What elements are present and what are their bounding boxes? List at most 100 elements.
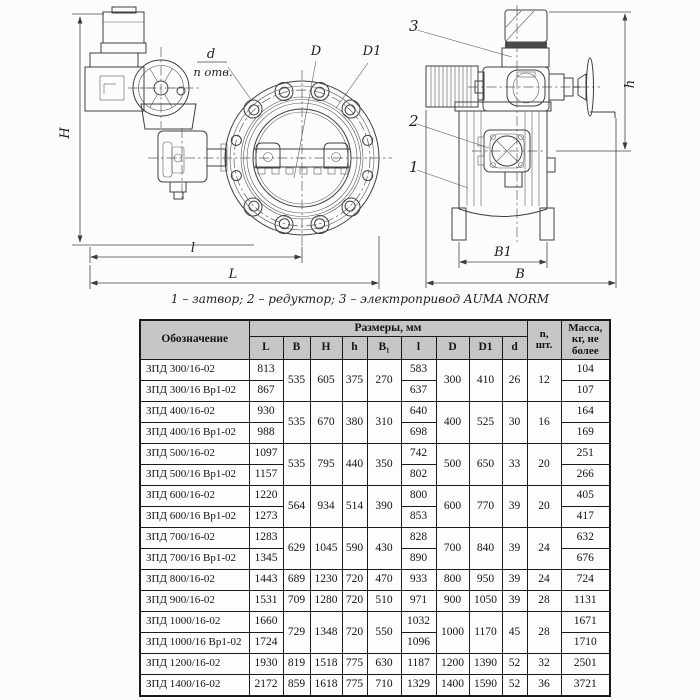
cell-l: 933 bbox=[400, 569, 437, 591]
electric-actuator-front bbox=[84, 6, 147, 112]
mass-cell: 107 bbox=[560, 380, 611, 402]
cell-L: 1220 bbox=[248, 485, 284, 507]
cell-d: 39 bbox=[501, 569, 528, 591]
cell-n: 12 bbox=[526, 359, 562, 402]
cell-l: 800 bbox=[400, 485, 437, 507]
cell-l: 802 bbox=[400, 464, 437, 486]
cell-D: 600 bbox=[435, 485, 470, 528]
cell-B1: 390 bbox=[366, 485, 402, 528]
cell-D1: 650 bbox=[468, 443, 503, 486]
cell-H: 1230 bbox=[309, 569, 343, 591]
mass-cell: 169 bbox=[560, 422, 611, 444]
callout-2: 2 bbox=[408, 112, 419, 130]
cell-l: 853 bbox=[400, 506, 437, 528]
cell-d: 33 bbox=[501, 443, 528, 486]
front-view: D D1 d n отв. H l L bbox=[58, 6, 392, 289]
designation-cell: ЗПД 900/16-02 bbox=[139, 590, 250, 612]
label-D: D bbox=[310, 44, 322, 59]
cell-L: 1283 bbox=[248, 527, 284, 549]
cell-L: 2172 bbox=[248, 674, 284, 697]
label-L: L bbox=[228, 267, 238, 282]
cell-n: 28 bbox=[526, 611, 562, 654]
header-col-B: B bbox=[282, 336, 311, 360]
label-hole-d: d bbox=[207, 47, 215, 62]
cell-B: 819 bbox=[282, 653, 311, 675]
cell-n: 28 bbox=[526, 590, 562, 612]
label-h: h bbox=[623, 80, 638, 88]
cell-L: 988 bbox=[248, 422, 284, 444]
cell-B1: 550 bbox=[366, 611, 402, 654]
designation-cell: ЗПД 600/16 Вр1-02 bbox=[139, 506, 250, 528]
header-sizes-group: Размеры, мм bbox=[248, 319, 528, 337]
cell-D1: 525 bbox=[468, 401, 503, 444]
label-B1: B1 bbox=[493, 245, 512, 260]
cell-L: 1724 bbox=[248, 632, 284, 654]
cell-D1: 950 bbox=[468, 569, 503, 591]
cell-d: 39 bbox=[501, 590, 528, 612]
cell-L: 930 bbox=[248, 401, 284, 423]
cell-D: 900 bbox=[435, 590, 470, 612]
cell-h: 514 bbox=[341, 485, 368, 528]
fin-block-side bbox=[425, 65, 485, 108]
mass-cell: 164 bbox=[560, 401, 611, 423]
valve-technical-drawing: D D1 d n отв. H l L bbox=[58, 5, 638, 289]
cell-d: 26 bbox=[501, 359, 528, 402]
cell-B1: 310 bbox=[366, 401, 402, 444]
cell-B1: 350 bbox=[366, 443, 402, 486]
gearbox-front bbox=[140, 103, 228, 200]
valve-body-side bbox=[451, 101, 556, 241]
cell-l: 890 bbox=[400, 548, 437, 570]
cell-B: 564 bbox=[282, 485, 311, 528]
cell-H: 1280 bbox=[309, 590, 343, 612]
cell-D1: 1390 bbox=[468, 653, 503, 675]
designation-cell: ЗПД 1200/16-02 bbox=[139, 653, 250, 675]
cell-B: 629 bbox=[282, 527, 311, 570]
cell-h: 775 bbox=[341, 653, 368, 675]
cell-D1: 840 bbox=[468, 527, 503, 570]
cell-D: 400 bbox=[435, 401, 470, 444]
cell-H: 1348 bbox=[309, 611, 343, 654]
cell-l: 1032 bbox=[400, 611, 437, 633]
cell-L: 1273 bbox=[248, 506, 284, 528]
header-qty: n, шт. bbox=[526, 319, 562, 360]
cell-d: 52 bbox=[501, 653, 528, 675]
header-col-L: L bbox=[248, 336, 284, 360]
label-D1: D1 bbox=[362, 44, 382, 59]
cell-l: 1096 bbox=[400, 632, 437, 654]
label-hole-count: n отв. bbox=[193, 65, 232, 79]
cell-B1: 510 bbox=[366, 590, 402, 612]
cell-h: 720 bbox=[341, 611, 368, 654]
cell-H: 934 bbox=[309, 485, 343, 528]
cell-h: 440 bbox=[341, 443, 368, 486]
cell-B: 535 bbox=[282, 359, 311, 402]
mass-cell: 724 bbox=[560, 569, 611, 591]
cell-d: 52 bbox=[501, 674, 528, 697]
header-col-l: l bbox=[400, 336, 437, 360]
header-col-d: d bbox=[501, 336, 528, 360]
side-view: 3 2 1 h B1 B bbox=[408, 5, 638, 288]
cell-B: 709 bbox=[282, 590, 311, 612]
mass-cell: 104 bbox=[560, 359, 611, 381]
cell-H: 1618 bbox=[309, 674, 343, 697]
callout-3: 3 bbox=[409, 17, 419, 35]
cell-L: 1531 bbox=[248, 590, 284, 612]
cell-D1: 1050 bbox=[468, 590, 503, 612]
cell-n: 24 bbox=[526, 569, 562, 591]
mass-cell: 266 bbox=[560, 464, 611, 486]
mass-cell: 251 bbox=[560, 443, 611, 465]
designation-cell: ЗПД 700/16-02 bbox=[139, 527, 250, 549]
mass-cell: 1131 bbox=[560, 590, 611, 612]
cell-B: 729 bbox=[282, 611, 311, 654]
header-designation: Обозначение bbox=[139, 319, 250, 360]
header-col-D: D bbox=[435, 336, 470, 360]
cell-D1: 770 bbox=[468, 485, 503, 528]
cell-B1: 710 bbox=[366, 674, 402, 697]
